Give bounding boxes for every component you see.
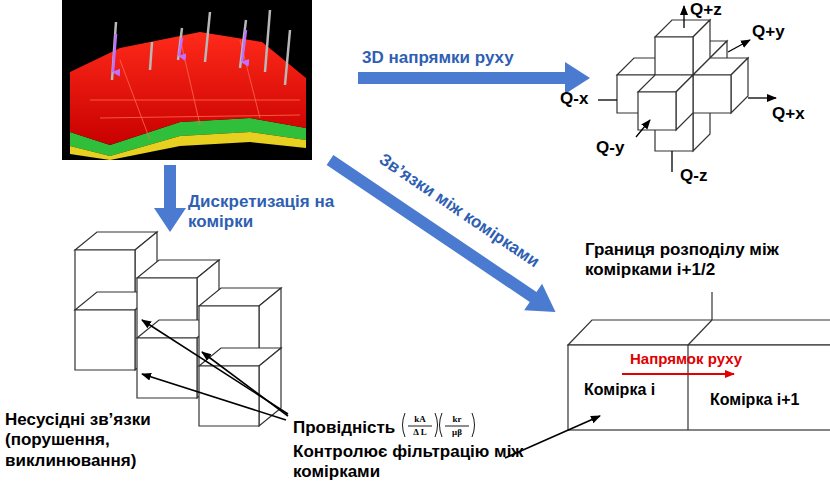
flow-label: Q-y	[596, 138, 624, 158]
cube-face	[638, 92, 676, 130]
formula-part: Δ L	[406, 428, 434, 437]
note-label: Контролює фільтрацію між комірками	[293, 442, 533, 483]
flow-label: Q-x	[560, 89, 588, 109]
flow-label: Q+x	[772, 104, 805, 124]
flow-arrows	[598, 6, 776, 172]
flow-direction-arrow	[622, 373, 734, 375]
grid-cell: Комірка i+1	[688, 345, 830, 430]
cubes	[75, 20, 748, 426]
cube-face	[655, 37, 693, 75]
formula-part: kr	[443, 415, 471, 424]
cube-face	[731, 58, 748, 113]
flow-label: Q+y	[752, 22, 785, 42]
note-label: Провідність	[293, 418, 395, 438]
cell-label: Комірка i+1	[710, 391, 830, 409]
cube-face	[199, 366, 259, 426]
formula-part: kA	[406, 415, 434, 424]
leader-arrows	[142, 320, 600, 458]
flow-label: Q-z	[680, 166, 707, 186]
cell-label: Комірка i	[584, 381, 692, 399]
cell-block	[568, 292, 830, 430]
arrow-label: Зв’язки між комірками	[375, 150, 543, 273]
cube-face	[75, 310, 135, 370]
arrow-label: 3D напрямки руху	[362, 48, 514, 68]
arrow-label: Дискретизація на комірки	[188, 192, 338, 233]
cube-face	[676, 75, 693, 130]
formula-brackets	[403, 413, 475, 437]
cube-face	[693, 75, 731, 113]
note-label: Несусідні зв’язки (порушення, виклинюван…	[5, 410, 183, 471]
formula-part: μβ	[443, 428, 471, 437]
flow-direction-label: Напрямок руху	[630, 350, 742, 368]
grid-cell: Комірка i	[568, 345, 692, 430]
flow-label: Q+z	[690, 0, 722, 20]
reservoir-model	[62, 0, 312, 160]
boundary-label: Границя розподілу між комірками i+1/2	[585, 240, 830, 281]
